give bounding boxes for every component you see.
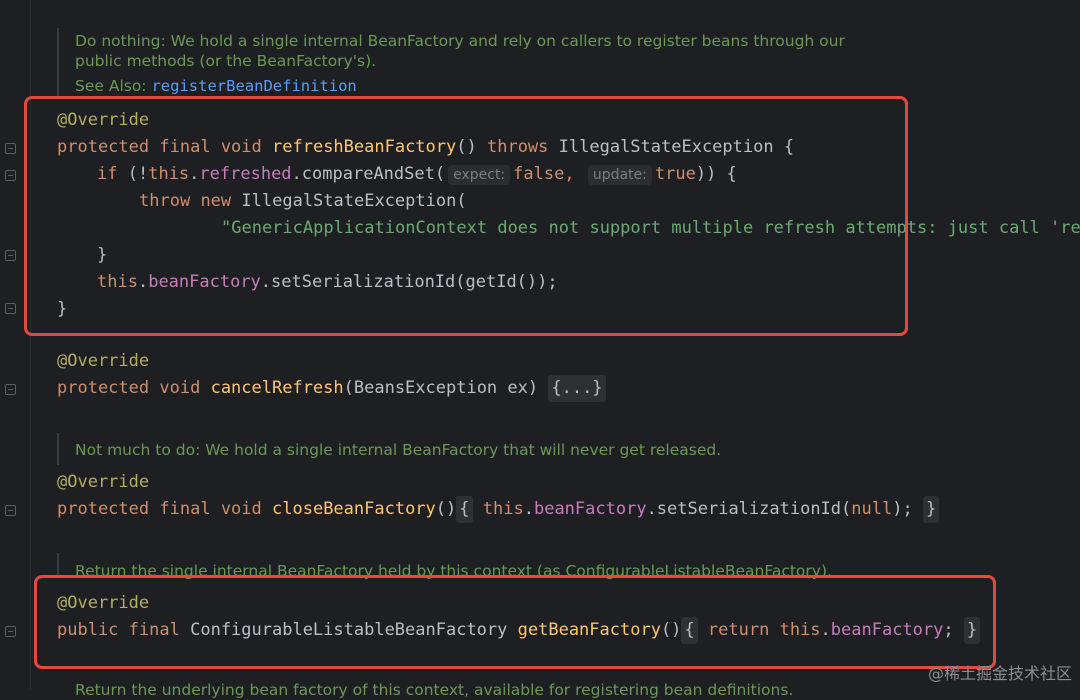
keyword: return [707, 620, 770, 640]
keyword: final [159, 499, 211, 519]
punctuation: () [456, 137, 477, 157]
field-name[interactable]: refreshed [199, 164, 292, 184]
keyword: protected [57, 137, 150, 157]
doc-comment-bar [57, 433, 59, 465]
keyword: if [97, 164, 118, 184]
keyword: final [159, 137, 211, 157]
code-line: public final ConfigurableListableBeanFac… [57, 617, 981, 644]
code-line: protected final void closeBeanFactory(){… [57, 496, 940, 523]
doc-comment-line: public methods (or the BeanFactory's). [75, 52, 377, 70]
folded-region[interactable]: {...} [548, 375, 606, 402]
method-name[interactable]: cancelRefresh [210, 378, 344, 398]
annotation: @Override [57, 593, 150, 613]
see-also-link[interactable]: registerBeanDefinition [151, 77, 357, 95]
field-name[interactable]: beanFactory [830, 620, 944, 640]
code-line: } [97, 242, 107, 269]
code-line: @Override [57, 590, 149, 617]
code-line: if (!this.refreshed.compareAndSet(expect… [97, 161, 737, 188]
parameter-hint: update: [587, 165, 652, 185]
keyword: throws [486, 137, 549, 157]
punctuation: () [435, 499, 457, 519]
keyword: this [148, 164, 190, 184]
type-name[interactable]: IllegalStateException [558, 137, 774, 157]
literal: true [654, 164, 696, 184]
highlight-box [24, 96, 908, 336]
code-line: this.beanFactory.setSerializationId(getI… [97, 269, 558, 296]
keyword: void [220, 137, 262, 157]
code-line: @Override [57, 469, 149, 496]
keyword: throw [139, 191, 191, 211]
type-name[interactable]: ConfigurableListableBeanFactory [190, 620, 508, 640]
folded-region[interactable]: } [963, 617, 981, 644]
parameter-hint: expect: [448, 165, 511, 185]
punctuation: ; [943, 620, 954, 640]
fold-icon[interactable] [5, 303, 16, 314]
punctuation: . [260, 272, 272, 292]
code-line: } [57, 296, 67, 323]
method-call[interactable]: .setSerializationId( [646, 499, 852, 519]
code-line: protected final void refreshBeanFactory(… [57, 134, 794, 161]
keyword: new [200, 191, 232, 211]
code-line: @Override [57, 107, 149, 134]
literal: false, [513, 164, 575, 184]
method-call[interactable]: setSerializationId(getId()); [271, 272, 558, 292]
fold-icon[interactable] [5, 250, 16, 261]
keyword: this [779, 620, 821, 640]
folded-region[interactable]: } [922, 496, 940, 523]
keyword: void [159, 378, 201, 398]
keyword: protected [57, 499, 150, 519]
method-name[interactable]: getBeanFactory [517, 620, 661, 640]
field-name[interactable]: beanFactory [533, 499, 647, 519]
keyword: final [128, 620, 180, 640]
code-line: @Override [57, 348, 149, 375]
folded-region[interactable]: { [456, 496, 473, 523]
keyword: this [97, 272, 138, 292]
keyword: protected [57, 378, 150, 398]
highlight-box [34, 575, 996, 669]
doc-comment-bar [57, 553, 59, 577]
doc-comment-line: Return the underlying bean factory of th… [75, 681, 794, 699]
punctuation: } [97, 245, 108, 265]
fold-icon[interactable] [5, 505, 16, 516]
code-line: "GenericApplicationContext does not supp… [221, 215, 1080, 242]
folded-region[interactable]: { [681, 617, 698, 644]
watermark: @稀土掘金技术社区 [927, 664, 1072, 683]
fold-icon[interactable] [5, 143, 16, 154]
fold-icon[interactable] [5, 384, 16, 395]
punctuation: () [660, 620, 682, 640]
literal: null [851, 499, 893, 519]
see-also-label: See Also: [75, 77, 147, 95]
method-name[interactable]: closeBeanFactory [272, 499, 436, 519]
method-call[interactable]: compareAndSet( [301, 164, 446, 184]
fold-icon[interactable] [5, 626, 16, 637]
punctuation: ); [892, 499, 913, 519]
gutter-divider [30, 0, 31, 690]
parameters: (BeansException ex) [343, 378, 539, 398]
punctuation: } [57, 299, 68, 319]
punctuation: (! [127, 164, 149, 184]
annotation: @Override [57, 351, 150, 371]
field-name[interactable]: beanFactory [148, 272, 261, 292]
doc-comment-bar [57, 28, 59, 96]
punctuation: . [291, 164, 302, 184]
annotation: @Override [57, 472, 150, 492]
keyword: this [482, 499, 524, 519]
doc-comment-line: Not much to do: We hold a single interna… [75, 441, 722, 459]
code-line: throw new IllegalStateException( [139, 188, 467, 215]
keyword: void [220, 499, 262, 519]
code-line: protected void cancelRefresh(BeansExcept… [57, 375, 606, 402]
method-name[interactable]: refreshBeanFactory [272, 137, 457, 157]
doc-comment-line: Do nothing: We hold a single internal Be… [75, 32, 845, 50]
punctuation: . [189, 164, 200, 184]
annotation: @Override [57, 110, 150, 130]
doc-see-also: See Also: registerBeanDefinition [75, 76, 357, 96]
keyword: public [57, 620, 119, 640]
fold-icon[interactable] [5, 170, 16, 181]
string-literal: "GenericApplicationContext does not supp… [221, 218, 1080, 238]
punctuation: )) { [695, 164, 737, 184]
type-name[interactable]: IllegalStateException( [241, 191, 467, 211]
punctuation: { [783, 137, 795, 157]
punctuation: . [137, 272, 149, 292]
